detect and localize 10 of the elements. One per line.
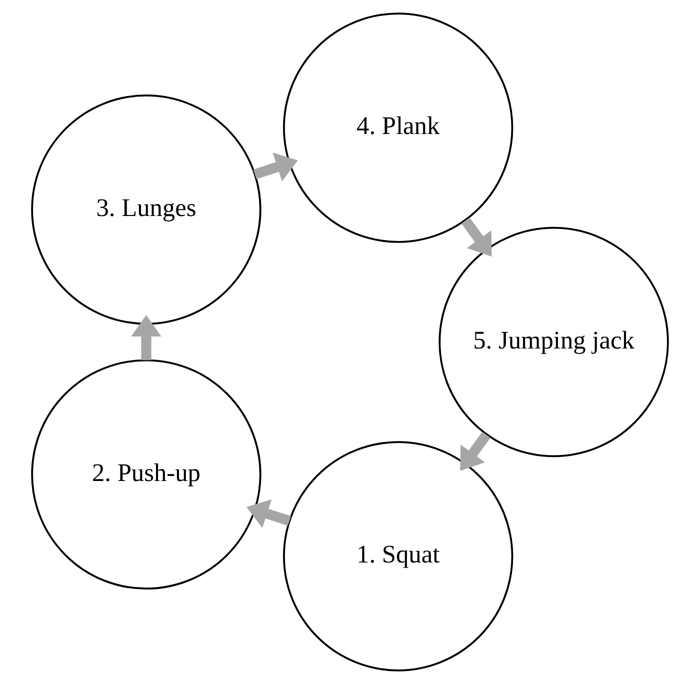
- arrow: [460, 432, 490, 471]
- node-circle: 1. Squat: [283, 441, 514, 672]
- arrow: [253, 152, 298, 182]
- node-circle: 3. Lunges: [31, 94, 262, 325]
- arrow: [246, 499, 292, 528]
- arrow: [131, 315, 162, 360]
- arrow: [461, 218, 492, 257]
- node-circle: 5. Jumping jack: [438, 226, 669, 458]
- node-circle: 2. Push-up: [31, 359, 262, 590]
- node-circle: 4. Plank: [283, 12, 514, 243]
